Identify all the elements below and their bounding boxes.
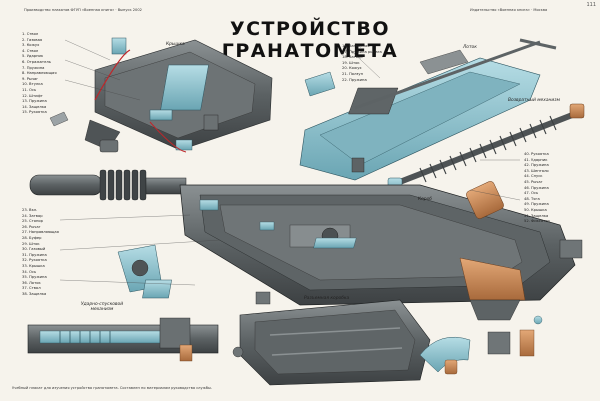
label-recoil-spring: Возвратный механизм bbox=[508, 98, 560, 103]
label-body: Короб bbox=[418, 197, 432, 202]
tray-illustration bbox=[299, 38, 557, 181]
cover-illustration bbox=[49, 37, 273, 153]
grenade-launcher-illustration bbox=[29, 169, 583, 321]
header-right: Издательство «Военная книга» · Москва bbox=[470, 8, 548, 12]
leader-lines bbox=[59, 39, 521, 286]
footer-text: Учебный плакат для изучения устройства г… bbox=[12, 386, 213, 390]
label-tray: Лоток bbox=[463, 45, 477, 50]
trigger-illustration bbox=[27, 317, 219, 362]
label-cover: Крышка bbox=[166, 42, 185, 47]
header-left: Производство плакатов ФГУП «Военная книг… bbox=[24, 8, 142, 12]
poster-title: УСТРОЙСТВО ГРАНАТОМЕТА bbox=[221, 18, 399, 62]
page-number: 111 bbox=[586, 2, 596, 8]
lower-case-illustration bbox=[239, 299, 431, 386]
parts-illustration-right bbox=[232, 315, 543, 375]
label-trigger-mech: Ударно-спусковой механизм bbox=[80, 302, 124, 312]
detail-illustration-left bbox=[117, 244, 271, 305]
label-lower-carriage: Разъемная коробка bbox=[304, 296, 350, 301]
